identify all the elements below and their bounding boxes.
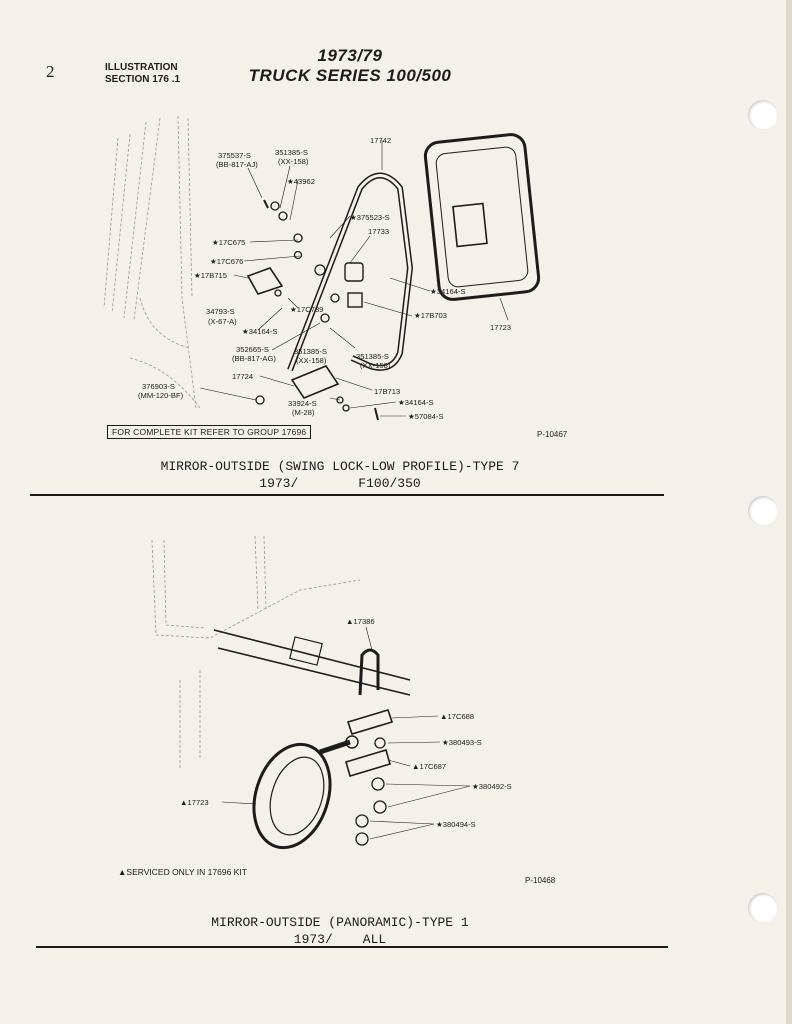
section-line2: SECTION 176 .1 bbox=[105, 74, 181, 85]
callout: (BB-817-AG) bbox=[232, 354, 276, 363]
divider-bottom bbox=[36, 946, 668, 948]
callout: 375537-S bbox=[218, 151, 251, 160]
callout: 352665-S bbox=[236, 345, 269, 354]
callout: ▲17C688 bbox=[440, 712, 474, 721]
callout: ★375523-S bbox=[350, 213, 390, 222]
page-heading: 1973/79 TRUCK SERIES 100/500 bbox=[230, 46, 470, 86]
callout: ★17C739 bbox=[290, 305, 323, 314]
callout: 376903-S bbox=[142, 382, 175, 391]
figure1-caption: MIRROR-OUTSIDE (SWING LOCK-LOW PROFILE)-… bbox=[40, 458, 640, 492]
callout: ▲17386 bbox=[346, 617, 375, 626]
callout: 17B713 bbox=[374, 387, 400, 396]
callout: ★380493-S bbox=[442, 738, 482, 747]
year-range: 1973/79 bbox=[317, 46, 383, 65]
figure2-year: 1973/ bbox=[293, 932, 333, 947]
callout: ▲17C687 bbox=[412, 762, 446, 771]
swing-lock-mirror-diagram: 375537-S (BB-817-AJ) 351385-S (XX-158) ★… bbox=[103, 115, 541, 421]
binder-hole-top bbox=[748, 100, 778, 130]
callout: (XX-158) bbox=[296, 356, 327, 365]
callout: (M-28) bbox=[292, 408, 315, 417]
binder-hole-bottom bbox=[748, 893, 778, 923]
figure2-models: ALL bbox=[362, 932, 387, 947]
callout: 34793-S bbox=[206, 307, 235, 316]
callout: (BB-817-AJ) bbox=[216, 160, 258, 169]
panoramic-mirror-head bbox=[252, 742, 332, 850]
callout: 17723 bbox=[490, 323, 511, 332]
callout: ★34164-S bbox=[242, 327, 278, 336]
callout: 17724 bbox=[232, 372, 253, 381]
callout: ★34164-S bbox=[430, 287, 466, 296]
figure2-code: P-10468 bbox=[525, 876, 556, 885]
section-line1: ILLUSTRATION bbox=[105, 62, 178, 73]
callout-labels: 375537-S (BB-817-AJ) 351385-S (XX-158) ★… bbox=[138, 136, 511, 421]
callout: 17733 bbox=[368, 227, 389, 236]
truck-series: TRUCK SERIES 100/500 bbox=[248, 66, 452, 85]
leader-lines bbox=[221, 626, 471, 840]
callout: 351385-S bbox=[275, 148, 308, 157]
callout: ★34164-S bbox=[398, 398, 434, 407]
figure2-caption-line2: 1973/ALL bbox=[40, 931, 640, 948]
mirror-head bbox=[423, 133, 541, 301]
figure2-caption: MIRROR-OUTSIDE (PANORAMIC)-TYPE 1 1973/A… bbox=[40, 914, 640, 948]
callout: ★17C676 bbox=[210, 257, 243, 266]
figure1-year: 1973/ bbox=[259, 476, 299, 491]
callout: (XX-158) bbox=[278, 157, 309, 166]
panoramic-mirror-diagram: ▲17386 ▲17C688 ★380493-S ▲17C687 ★380492… bbox=[151, 535, 512, 850]
callout: ★57084-S bbox=[408, 412, 444, 421]
section-label: ILLUSTRATION SECTION 176 .1 bbox=[105, 62, 180, 86]
callout: ★43962 bbox=[287, 177, 315, 186]
serviced-in-kit-note: ▲SERVICED ONLY IN 17696 KIT bbox=[118, 867, 247, 877]
callout: ▲17723 bbox=[180, 798, 209, 807]
callout: ★380492-S bbox=[472, 782, 512, 791]
page-edge bbox=[786, 0, 792, 1024]
callout: ★380494-S bbox=[436, 820, 476, 829]
figure2-caption-line1: MIRROR-OUTSIDE (PANORAMIC)-TYPE 1 bbox=[211, 915, 469, 930]
binder-hole-middle bbox=[748, 496, 778, 526]
callout: (X-67-A) bbox=[208, 317, 237, 326]
figure1-code: P-10467 bbox=[537, 430, 568, 439]
mirror-arm-loop bbox=[287, 172, 414, 372]
callout: 33924-S bbox=[288, 399, 317, 408]
leader-lines bbox=[199, 140, 509, 417]
figure1-caption-line1: MIRROR-OUTSIDE (SWING LOCK-LOW PROFILE)-… bbox=[160, 459, 520, 474]
divider-top bbox=[30, 494, 664, 496]
callout: ★17B703 bbox=[414, 311, 447, 320]
callout: ★17B715 bbox=[194, 271, 227, 280]
callout: (MM-120-BF) bbox=[138, 391, 184, 400]
mirror-mount-plate bbox=[452, 202, 488, 248]
callout: (XX-158) bbox=[360, 361, 391, 370]
callout-labels: ▲17386 ▲17C688 ★380493-S ▲17C687 ★380492… bbox=[180, 617, 512, 829]
figure1-caption-line2: 1973/F100/350 bbox=[40, 475, 640, 492]
figure1-models: F100/350 bbox=[358, 476, 421, 491]
callout: ★17C675 bbox=[212, 238, 245, 247]
kit-reference-note: FOR COMPLETE KIT REFER TO GROUP 17696 bbox=[107, 425, 312, 439]
callout: 351385-S bbox=[356, 352, 389, 361]
page-number: 2 bbox=[46, 62, 55, 81]
callout: 351385-S bbox=[294, 347, 327, 356]
u-bolt bbox=[358, 648, 380, 696]
callout: 17742 bbox=[370, 136, 391, 145]
